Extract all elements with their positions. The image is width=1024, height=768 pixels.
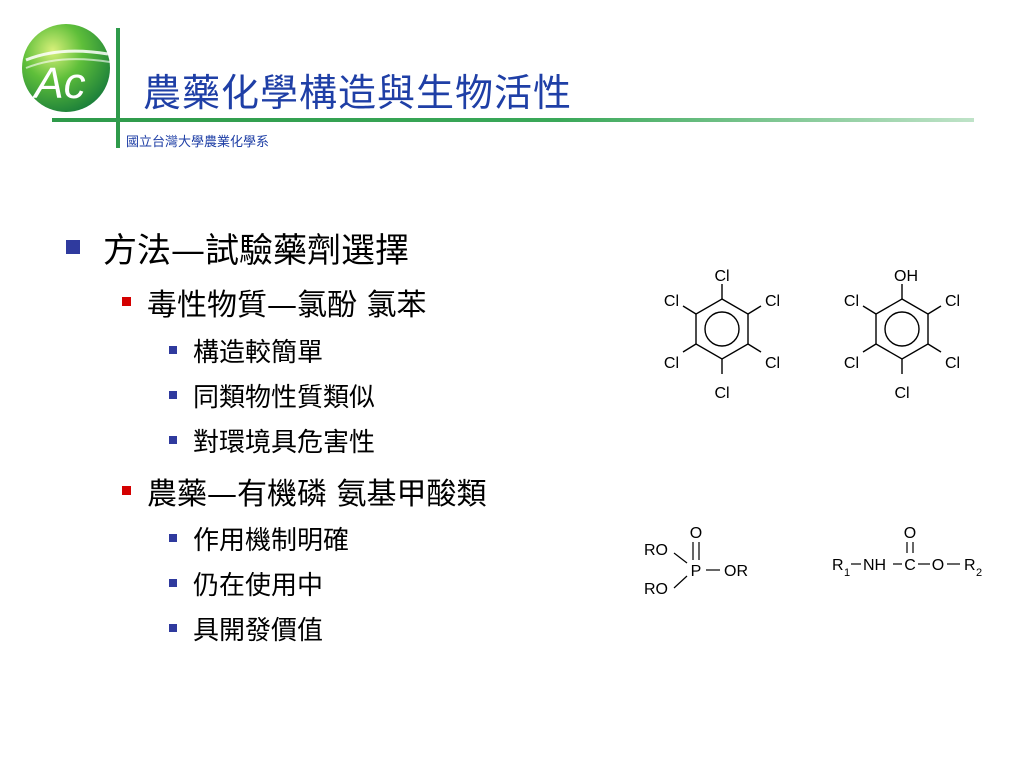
chem-atom-label: NH [863,557,886,574]
chem-atom-subscript: 1 [844,567,850,579]
main-bullet-text: 方法—試驗藥劑選擇 [103,231,409,271]
bullet-square-icon [169,436,177,444]
list-item: 仍在使用中 [193,571,324,601]
chem-atom-label: O [690,525,702,542]
chem-atom-label: P [691,563,702,580]
bullet-square-icon [169,624,177,632]
logo-text: Ac [31,59,85,108]
department-name: 國立台灣大學農業化學系 [126,135,270,150]
chem-atom-subscript: 2 [976,567,982,579]
chem-atom-label: Cl [945,293,960,310]
chem-atom-label: Cl [844,355,859,372]
bullet-square-icon [66,240,80,254]
hexachlorobenzene-structure: Cl Cl Cl Cl Cl Cl [664,268,780,402]
chem-atom-label: Cl [844,293,859,310]
chem-atom-label: O [932,557,944,574]
header-vertical-bar [116,28,120,148]
chem-atom-label: Cl [664,293,679,310]
chem-atom-label: Cl [714,385,729,402]
chem-atom-label: Cl [714,268,729,285]
pentachlorophenol-structure: OH Cl Cl Cl Cl Cl [844,268,960,402]
header-underline [52,118,974,122]
list-item: 同類物性質類似 [193,383,376,413]
section-label: 毒性物質—氯酚 氯苯 [147,288,427,323]
bullet-square-icon [122,297,131,306]
chem-atom-label: R [964,557,976,574]
page-title: 農藥化學構造與生物活性 [143,71,573,115]
chem-atom-label: OH [894,268,918,285]
chem-atom-label: RO [644,581,668,598]
section-label: 農藥—有機磷 氨基甲酸類 [147,477,487,512]
chem-atom-label: Cl [664,355,679,372]
list-item: 作用機制明確 [193,526,350,556]
chem-atom-label: C [904,557,916,574]
chem-atom-label: R [832,557,844,574]
list-item: 構造較簡單 [193,338,324,368]
chem-atom-label: Cl [945,355,960,372]
bullet-square-icon [169,346,177,354]
logo: Ac [22,24,111,112]
chem-atom-label: O [904,525,916,542]
chem-atom-label: Cl [894,385,909,402]
bullet-square-icon [169,534,177,542]
bullet-square-icon [169,579,177,587]
chem-atom-label: OR [724,563,748,580]
carbamate-structure: R 1 NH O C O R 2 [832,525,982,579]
list-item: 對環境具危害性 [193,428,376,458]
chem-atom-label: Cl [765,293,780,310]
bullet-square-icon [169,391,177,399]
list-item: 具開發價值 [193,616,324,646]
bullet-square-icon [122,486,131,495]
chem-atom-label: RO [644,542,668,559]
chem-atom-label: Cl [765,355,780,372]
organophosphate-structure: O P RO RO OR [644,525,748,598]
